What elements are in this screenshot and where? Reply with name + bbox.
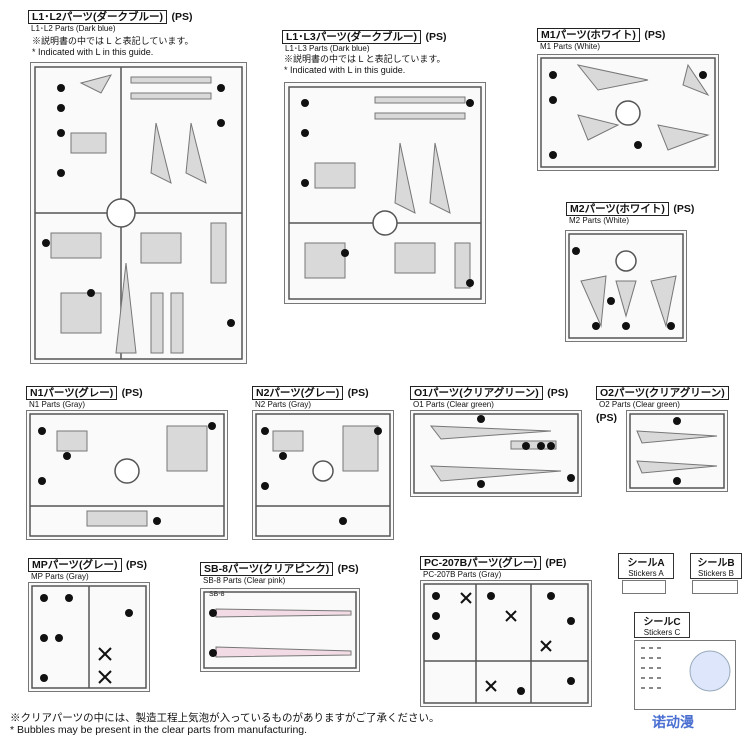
l1l2-sprue-diagram (34, 66, 243, 360)
mp-sprue (28, 582, 150, 692)
sticker-c-label: シールC Stickers C (634, 612, 690, 638)
l1l3-sprue-diagram (288, 86, 482, 300)
n2-sprue-diagram (255, 413, 391, 537)
m1-title: M1パーツ(ホワイト) (PS) M1 Parts (White) (537, 26, 665, 51)
n1-sprue-diagram (29, 413, 225, 537)
watermark-text: 诺动漫 (652, 714, 694, 730)
o1-sprue-diagram (413, 413, 579, 494)
sticker-a-label: シールA Stickers A (618, 553, 674, 579)
sticker-b-label: シールB Stickers B (690, 553, 742, 579)
l1l3-sprue (284, 82, 486, 304)
mp-sprue-diagram (31, 585, 147, 689)
footer-note-jp: ※クリアパーツの中には、製造工程上気泡が入っているものがありますがご了承ください… (10, 712, 440, 724)
sb8-sprue: SB-8 (200, 588, 360, 672)
o1-title: O1パーツ(クリアグリーン) (PS) O1 Parts (Clear gree… (410, 384, 568, 409)
sticker-b-sheet (692, 580, 738, 594)
pc207b-sprue-diagram (423, 583, 589, 704)
m1-sprue (537, 54, 719, 171)
o2-sprue-diagram (629, 413, 725, 489)
sb8-runner-tag: SB-8 (209, 591, 225, 598)
sticker-a-sheet (622, 580, 666, 594)
n1-title: N1パーツ(グレー) (PS) N1 Parts (Gray) (26, 384, 143, 409)
o1-sprue (410, 410, 582, 497)
pc207b-title: PC-207Bパーツ(グレー) (PE) PC-207B Parts (Gray… (420, 554, 566, 579)
o2-sprue (626, 410, 728, 492)
n1-sprue (26, 410, 228, 540)
l1l3-title: L1･L3パーツ(ダークブルー) (PS) L1･L3 Parts (Dark … (282, 28, 447, 53)
mp-title: MPパーツ(グレー) (PS) MP Parts (Gray) (28, 556, 147, 581)
n2-sprue (252, 410, 394, 540)
m1-sprue-diagram (540, 57, 716, 168)
m2-sprue-diagram (568, 233, 684, 339)
l1l3-note: ※説明書の中では L と表記しています。 * Indicated with L … (284, 54, 446, 75)
l1l2-sprue (30, 62, 247, 364)
footer-note-en: * Bubbles may be present in the clear pa… (10, 724, 308, 736)
m2-sprue (565, 230, 687, 342)
pc207b-sprue (420, 580, 592, 707)
n2-title: N2パーツ(グレー) (PS) N2 Parts (Gray) (252, 384, 369, 409)
sb8-sprue-diagram (203, 591, 357, 669)
sb8-title: SB-8パーツ(クリアピンク) (PS) SB-8 Parts (Clear p… (200, 560, 359, 585)
m2-title: M2パーツ(ホワイト) (PS) M2 Parts (White) (566, 200, 694, 225)
sticker-c-diagram (641, 647, 731, 692)
sticker-c-sheet (634, 640, 736, 710)
l1l2-title: L1･L2パーツ(ダークブルー) (PS) L1･L2 Parts (Dark … (28, 8, 193, 33)
l1l2-note: ※説明書の中では L と表記しています。 * Indicated with L … (32, 36, 194, 57)
o2-title: O2パーツ(クリアグリーン) O2 Parts (Clear green) (P… (596, 384, 729, 426)
